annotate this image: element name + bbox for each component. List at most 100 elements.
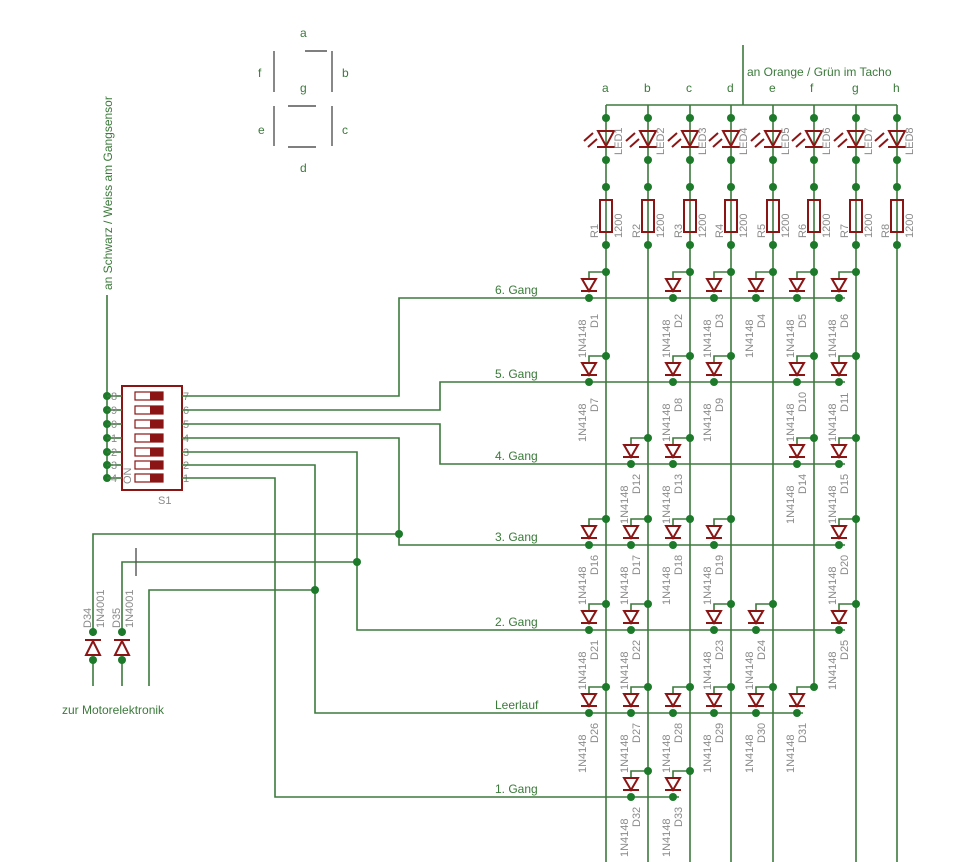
- junction-dot: [89, 628, 97, 636]
- diode-lead: [672, 686, 690, 695]
- switch-lever: [150, 392, 163, 400]
- diode-lead: [672, 518, 690, 527]
- led-triangle: [721, 130, 741, 149]
- diode-d8: [664, 355, 690, 377]
- resistor-ref-label: R8: [880, 224, 892, 238]
- diode-ref-label: D24: [756, 640, 768, 660]
- column-label-h: h: [893, 81, 900, 95]
- diode-lead: [588, 355, 606, 364]
- diode-gap: [114, 636, 130, 658]
- diode-triangle: [705, 278, 723, 293]
- switch-right-pin-number: 3: [183, 447, 189, 459]
- diode-lead: [838, 271, 856, 280]
- junction-dot: [710, 378, 718, 386]
- junction-dot: [893, 114, 901, 122]
- diode-ref-label: D7: [589, 398, 601, 412]
- resistor-6: [807, 199, 821, 233]
- diode-d3: [705, 271, 731, 293]
- diode-ref-label: D32: [631, 807, 643, 827]
- diode-triangle: [664, 444, 682, 459]
- junction-dot: [686, 268, 694, 276]
- junction-dot: [627, 793, 635, 801]
- diode-triangle: [788, 444, 806, 459]
- switch-right-pin-number: 6: [183, 405, 189, 417]
- junction-dot: [852, 156, 860, 164]
- led-ref-label: LED8: [904, 127, 916, 155]
- diode-ref-label: D12: [631, 474, 643, 494]
- resistor-5: [766, 199, 780, 233]
- resistor-8: [890, 199, 904, 233]
- junction-dot: [395, 530, 403, 538]
- junction-dot: [727, 268, 735, 276]
- diode-ref-label: D21: [589, 640, 601, 660]
- led-ref-label: LED4: [738, 127, 750, 155]
- diode-ref-label: D33: [673, 807, 685, 827]
- diode-ref-label: D10: [797, 392, 809, 412]
- row-label: 6. Gang: [495, 283, 538, 297]
- diode-d19: [705, 518, 731, 540]
- diode-triangle: [830, 444, 848, 459]
- junction-dot: [686, 434, 694, 442]
- junction-dot: [810, 434, 818, 442]
- diode-ref-label: D11: [839, 393, 851, 412]
- diode-type-label: 1N4148: [577, 403, 589, 442]
- junction-dot: [644, 434, 652, 442]
- diode-type-label: 1N4148: [702, 403, 714, 442]
- junction-dot: [852, 434, 860, 442]
- led-triangle: [638, 130, 658, 149]
- row-label: 2. Gang: [495, 615, 538, 629]
- junction-dot: [835, 541, 843, 549]
- led-ref-label: LED7: [863, 127, 875, 155]
- diode-ref-label: D9: [714, 398, 726, 412]
- diode-lead: [630, 770, 648, 779]
- diode-d10: [788, 355, 814, 377]
- resistor-value-label: 1200: [655, 214, 667, 238]
- diode-d33: [664, 770, 690, 792]
- diode-type-label: 1N4148: [702, 651, 714, 690]
- diode-gap: [85, 636, 101, 658]
- motor-wire-1: [92, 533, 399, 686]
- junction-dot: [602, 683, 610, 691]
- resistor-ref-label: R4: [714, 224, 726, 238]
- diode-triangle: [664, 278, 682, 293]
- diode-lead: [713, 518, 731, 527]
- diode-type-label: 1N4148: [785, 485, 797, 524]
- diode-type-label: 1N4148: [827, 566, 839, 605]
- resistor-2: [641, 199, 655, 233]
- diode-type-label: 1N4148: [785, 403, 797, 442]
- led-ref-label: LED2: [655, 127, 667, 155]
- diode-triangle: [830, 362, 848, 377]
- diode-lead: [755, 271, 773, 280]
- diode-d4: [747, 271, 773, 293]
- diode-triangle: [830, 525, 848, 540]
- junction-dot: [686, 156, 694, 164]
- led-triangle: [596, 130, 616, 149]
- junction-dot: [769, 183, 777, 191]
- diode-type-label: 1N4148: [661, 485, 673, 524]
- switch-lever: [150, 420, 163, 428]
- junction-dot: [793, 294, 801, 302]
- led-light-arrow: [667, 132, 678, 142]
- diode-type-label: 1N4148: [702, 319, 714, 358]
- diode-type-label: 1N4148: [744, 319, 756, 358]
- junction-dot: [644, 600, 652, 608]
- diode-d12: [622, 437, 648, 459]
- diode-ref-label: D17: [631, 555, 643, 575]
- junction-dot: [793, 378, 801, 386]
- diode-ref-label: D16: [589, 555, 601, 575]
- diode-ref-label: D26: [589, 723, 601, 743]
- junction-dot: [602, 114, 610, 122]
- column-label-e: e: [769, 81, 776, 95]
- diode-lead: [796, 271, 814, 280]
- diode-triangle: [580, 278, 598, 293]
- switch-left-pin-number: 9: [111, 405, 117, 417]
- junction-dot: [810, 352, 818, 360]
- resistor-1: [599, 199, 613, 233]
- junction-dot: [727, 114, 735, 122]
- junction-dot: [893, 241, 901, 249]
- diode-ref-label: D23: [714, 640, 726, 660]
- junction-dot: [835, 460, 843, 468]
- segment-label-b: b: [342, 66, 349, 80]
- diode-type-label: 1N4148: [827, 403, 839, 442]
- diode-ref-label: D22: [631, 640, 643, 660]
